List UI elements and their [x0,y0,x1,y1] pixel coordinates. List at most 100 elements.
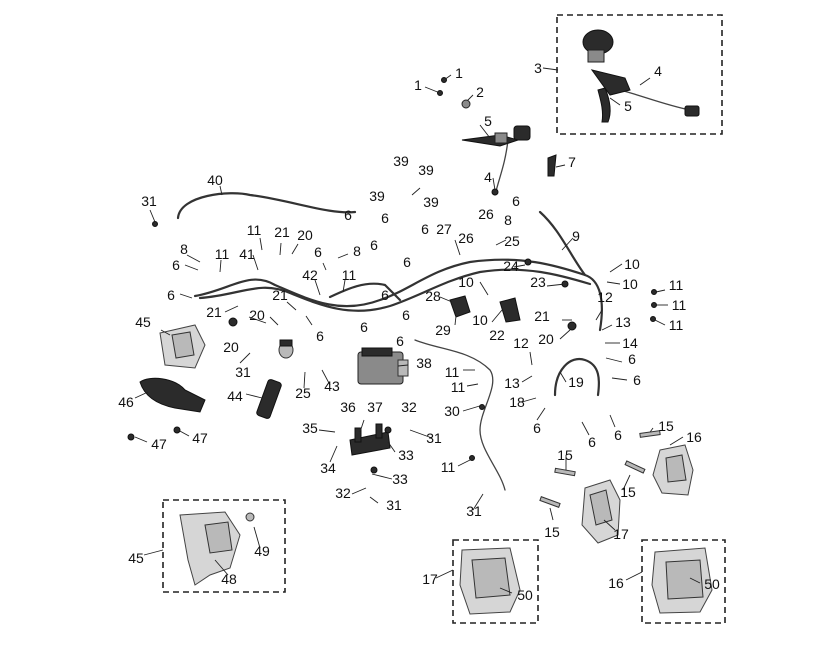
brake-hoses [176,89,691,491]
callout-11: 11 [669,277,684,293]
callout-6: 6 [614,427,622,443]
callout-21: 21 [206,304,222,320]
callout-39: 39 [418,162,434,178]
callout-16: 16 [686,429,702,445]
callout-10: 10 [624,256,640,272]
callout-33: 33 [392,471,408,487]
hose-4-line [494,139,509,196]
abs-module [357,347,409,385]
callout-36: 36 [340,399,356,415]
callout-20: 20 [538,331,554,347]
callout-8: 8 [353,243,361,259]
callout-23: 23 [530,274,546,290]
rear-master-cylinder [256,339,294,419]
callout-6: 6 [381,210,389,226]
callout-21: 21 [274,224,290,240]
callout-31: 31 [386,497,402,513]
callout-1: 1 [455,65,463,81]
callout-11: 11 [669,317,684,333]
callout-2: 2 [476,84,484,100]
callout-39: 39 [369,188,385,204]
callout-35: 35 [302,420,318,436]
callout-11: 11 [247,222,262,238]
callout-34: 34 [320,460,336,476]
callout-38: 38 [416,355,432,371]
detail-box-right-caliper [641,539,726,624]
callout-39: 39 [393,153,409,169]
leader-lines [134,67,701,594]
detail-box-rear-caliper-bracket [162,499,286,593]
callout-6: 6 [370,237,378,253]
callout-40: 40 [207,172,223,188]
detail-box-master-cylinder [556,14,723,135]
callout-50: 50 [517,587,533,603]
callout-32: 32 [335,485,351,501]
callout-6: 6 [533,420,541,436]
callout-26: 26 [458,230,474,246]
callout-12: 12 [597,289,613,305]
master-cylinder-detail [582,29,700,123]
callout-9: 9 [572,228,580,244]
callout-25: 25 [504,233,520,249]
callout-31: 31 [235,364,251,380]
callout-45: 45 [128,550,144,566]
callout-43: 43 [324,378,340,394]
callout-5: 5 [484,113,492,129]
callout-6: 6 [314,244,322,260]
callout-11: 11 [672,297,687,313]
front-calipers [459,444,713,615]
hose-19 [553,357,601,397]
callout-29: 29 [435,322,451,338]
callout-6: 6 [344,207,352,223]
rear-bracket-detail [179,511,255,586]
callout-6: 6 [316,328,324,344]
callout-26: 26 [478,206,494,222]
callout-30: 30 [444,403,460,419]
callout-27: 27 [436,221,452,237]
callout-25: 25 [295,385,311,401]
callout-14: 14 [622,335,638,351]
callout-13: 13 [504,375,520,391]
callout-15: 15 [658,418,674,434]
callout-32: 32 [401,399,417,415]
callout-6: 6 [381,287,389,303]
callout-4: 4 [654,63,662,79]
callout-50: 50 [704,576,720,592]
callout-10: 10 [472,312,488,328]
callout-21: 21 [534,308,550,324]
callout-11: 11 [451,379,466,395]
hose-41-parallel [198,268,592,312]
callout-8: 8 [180,241,188,257]
callout-31: 31 [141,193,157,209]
callout-11: 11 [215,246,230,262]
callout-17: 17 [422,571,438,587]
callout-33: 33 [398,447,414,463]
callout-6: 6 [512,193,520,209]
detail-box-left-caliper [452,539,539,624]
callout-45: 45 [135,314,151,330]
callout-24: 24 [503,258,519,274]
abs-bracket [349,423,391,456]
callout-6: 6 [167,287,175,303]
callout-11: 11 [342,267,357,283]
callout-6: 6 [403,254,411,270]
hose-9 [538,210,587,277]
callout-16: 16 [608,575,624,591]
callout-6: 6 [402,307,410,323]
callout-19: 19 [568,374,584,390]
callout-18: 18 [509,394,525,410]
callout-31: 31 [426,430,442,446]
callout-41: 41 [239,246,255,262]
callout-17: 17 [613,526,629,542]
callout-46: 46 [118,394,134,410]
small-brackets [449,154,557,323]
callout-6: 6 [172,257,180,273]
callout-10: 10 [622,276,638,292]
callout-6: 6 [633,372,641,388]
hose-40 [176,192,357,220]
rear-caliper-assembly [139,324,206,413]
callout-7: 7 [568,154,576,170]
